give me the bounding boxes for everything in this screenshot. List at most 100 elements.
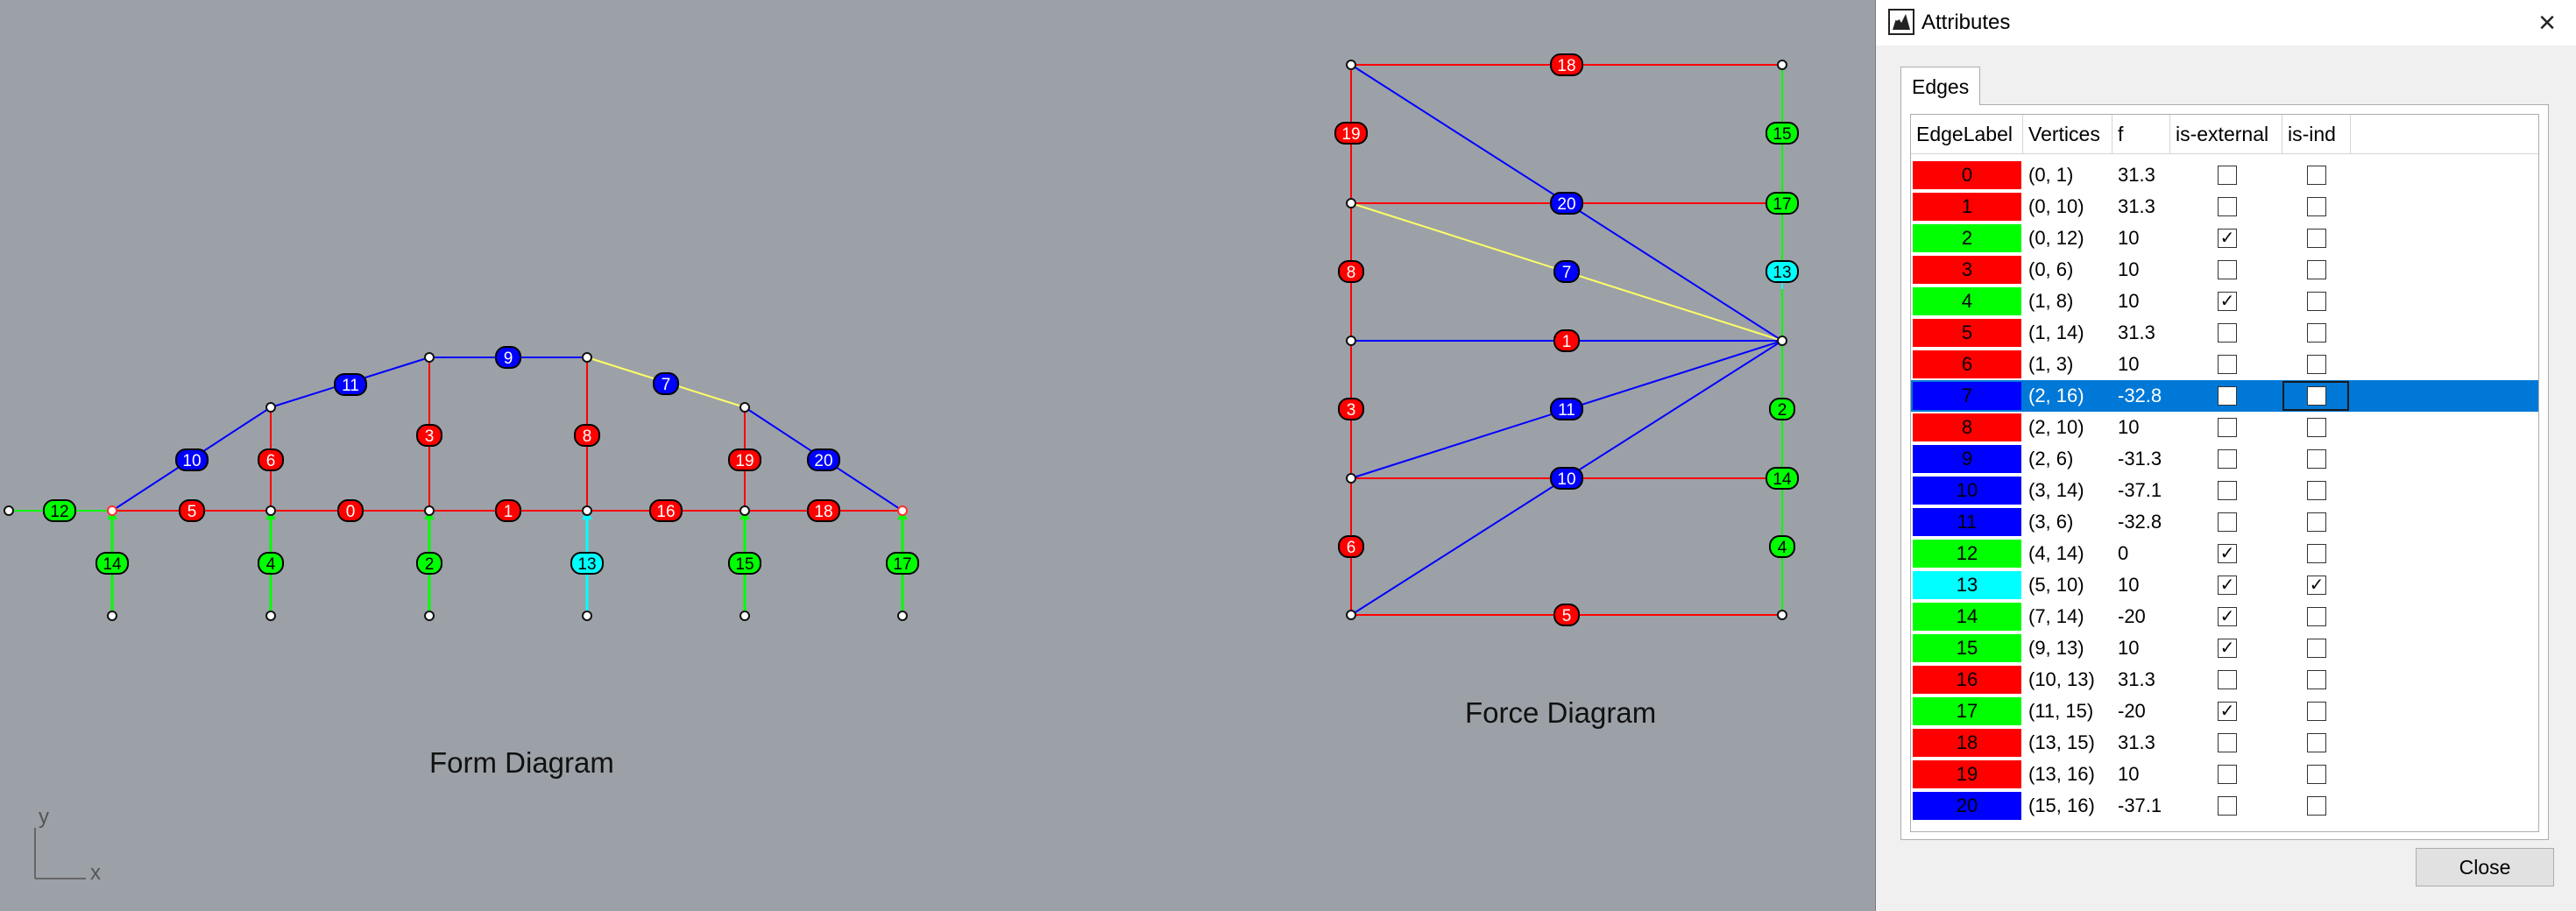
edge-label-cell[interactable]: 14 xyxy=(1913,603,2021,631)
table-row[interactable]: 5(1, 14)31.3 xyxy=(1911,317,2538,349)
is-external-checkbox[interactable]: ✓ xyxy=(2218,702,2237,721)
table-row[interactable]: 1(0, 10)31.3 xyxy=(1911,191,2538,222)
support-vertex[interactable] xyxy=(107,505,117,516)
is-external-checkbox[interactable] xyxy=(2218,796,2237,816)
edge-tag[interactable] xyxy=(1553,329,1580,352)
force-value-cell[interactable]: 31.3 xyxy=(2118,195,2155,217)
vertex-dot[interactable] xyxy=(424,352,435,363)
vertices-cell[interactable]: (10, 13) xyxy=(2028,668,2095,690)
vertex-dot[interactable] xyxy=(897,611,908,621)
edge-tag[interactable] xyxy=(179,499,205,522)
force-value-cell[interactable]: -20 xyxy=(2118,700,2146,722)
is-ind-checkbox[interactable] xyxy=(2307,670,2326,689)
edge-tag[interactable] xyxy=(495,499,521,522)
edge-label-cell[interactable]: 0 xyxy=(1913,161,2021,189)
edge-label-cell[interactable]: 19 xyxy=(1913,760,2021,788)
is-ind-checkbox[interactable] xyxy=(2307,796,2326,816)
is-external-checkbox[interactable] xyxy=(2218,418,2237,437)
edge-label-cell[interactable]: 13 xyxy=(1913,571,2021,599)
is-external-checkbox[interactable] xyxy=(2218,386,2237,406)
edge-tag[interactable] xyxy=(175,448,209,471)
edge-tag[interactable] xyxy=(653,372,679,395)
vertex-dot[interactable] xyxy=(265,402,276,413)
vertex-dot[interactable] xyxy=(582,352,592,363)
table-row[interactable]: 12(4, 14)0✓ xyxy=(1911,538,2538,569)
edge-label-cell[interactable]: 16 xyxy=(1913,666,2021,694)
is-external-checkbox[interactable] xyxy=(2218,733,2237,752)
edge-tag[interactable] xyxy=(1553,260,1580,283)
force-value-cell[interactable]: 10 xyxy=(2118,416,2140,438)
force-value-cell[interactable]: -37.1 xyxy=(2118,479,2162,501)
edge-label-cell[interactable]: 6 xyxy=(1913,350,2021,378)
force-value-cell[interactable]: 10 xyxy=(2118,353,2140,375)
force-value-cell[interactable]: -32.8 xyxy=(2118,385,2162,406)
vertices-cell[interactable]: (0, 10) xyxy=(2028,195,2084,217)
vertices-cell[interactable]: (7, 14) xyxy=(2028,605,2084,627)
edge-label-cell[interactable]: 7 xyxy=(1913,382,2021,410)
is-ind-checkbox[interactable] xyxy=(2307,449,2326,469)
edge-tag[interactable] xyxy=(886,552,919,575)
edge-tag[interactable] xyxy=(96,552,129,575)
vertex-dot[interactable] xyxy=(582,611,592,621)
is-ind-checkbox[interactable] xyxy=(2307,166,2326,185)
edge-tag[interactable] xyxy=(1553,604,1580,626)
vertex-dot[interactable] xyxy=(4,505,14,516)
edge-tag[interactable] xyxy=(574,424,600,447)
force-value-cell[interactable]: 10 xyxy=(2118,574,2140,596)
vertex-dot[interactable] xyxy=(1777,335,1787,346)
vertices-cell[interactable]: (11, 15) xyxy=(2028,700,2094,722)
table-row[interactable]: 6(1, 3)10 xyxy=(1911,349,2538,380)
vertex-dot[interactable] xyxy=(582,505,592,516)
edge-tag[interactable] xyxy=(1766,122,1799,145)
is-ind-checkbox[interactable] xyxy=(2307,292,2326,311)
edge-tag[interactable] xyxy=(807,448,840,471)
table-row[interactable]: 9(2, 6)-31.3 xyxy=(1911,443,2538,475)
force-value-cell[interactable]: 10 xyxy=(2118,637,2140,659)
edge-label-cell[interactable]: 15 xyxy=(1913,634,2021,662)
vertex-dot[interactable] xyxy=(1346,610,1356,620)
vertices-cell[interactable]: (3, 14) xyxy=(2028,479,2084,501)
dialog-titlebar[interactable]: Attributes × xyxy=(1876,0,2576,46)
edge-tag[interactable] xyxy=(416,552,442,575)
edge-tag[interactable] xyxy=(1338,398,1364,420)
edge-tag[interactable] xyxy=(416,424,442,447)
tab-edges[interactable]: Edges xyxy=(1900,67,1981,105)
edge-tag[interactable] xyxy=(337,499,364,522)
edge-label-cell[interactable]: 8 xyxy=(1913,413,2021,441)
is-ind-checkbox[interactable] xyxy=(2307,607,2326,626)
vertex-dot[interactable] xyxy=(265,611,276,621)
edge-tag[interactable] xyxy=(1766,192,1799,215)
vertices-cell[interactable]: (2, 6) xyxy=(2028,448,2074,470)
is-ind-checkbox[interactable] xyxy=(2307,197,2326,216)
edge-tag[interactable] xyxy=(495,346,521,369)
force-value-cell[interactable]: 10 xyxy=(2118,763,2140,785)
force-value-cell[interactable]: -37.1 xyxy=(2118,794,2162,816)
edge-tag[interactable] xyxy=(1334,122,1368,145)
edge-tag[interactable] xyxy=(258,448,284,471)
is-external-checkbox[interactable]: ✓ xyxy=(2218,292,2237,311)
is-external-checkbox[interactable] xyxy=(2218,197,2237,216)
close-button[interactable]: Close xyxy=(2416,848,2554,886)
edge-label-cell[interactable]: 2 xyxy=(1913,224,2021,252)
column-header-edgelabel[interactable]: EdgeLabel xyxy=(1911,115,2023,153)
edge-tag[interactable] xyxy=(1769,398,1795,420)
vertex-dot[interactable] xyxy=(424,611,435,621)
table-row[interactable]: 2(0, 12)10✓ xyxy=(1911,222,2538,254)
vertices-cell[interactable]: (0, 12) xyxy=(2028,227,2084,249)
edge-label-cell[interactable]: 18 xyxy=(1913,729,2021,757)
column-header-is-external[interactable]: is-external xyxy=(2170,115,2282,153)
force-value-cell[interactable]: 0 xyxy=(2118,542,2129,564)
is-external-checkbox[interactable] xyxy=(2218,512,2237,532)
is-external-checkbox[interactable] xyxy=(2218,765,2237,784)
vertices-cell[interactable]: (5, 10) xyxy=(2028,574,2084,596)
is-external-checkbox[interactable]: ✓ xyxy=(2218,607,2237,626)
is-ind-checkbox[interactable] xyxy=(2307,355,2326,374)
edge-tag[interactable] xyxy=(1338,260,1364,283)
is-ind-checkbox[interactable] xyxy=(2307,512,2326,532)
vertices-cell[interactable]: (4, 14) xyxy=(2028,542,2084,564)
force-value-cell[interactable]: 10 xyxy=(2118,227,2140,249)
is-external-checkbox[interactable] xyxy=(2218,166,2237,185)
vertex-dot[interactable] xyxy=(1346,473,1356,484)
vertex-dot[interactable] xyxy=(1777,610,1787,620)
